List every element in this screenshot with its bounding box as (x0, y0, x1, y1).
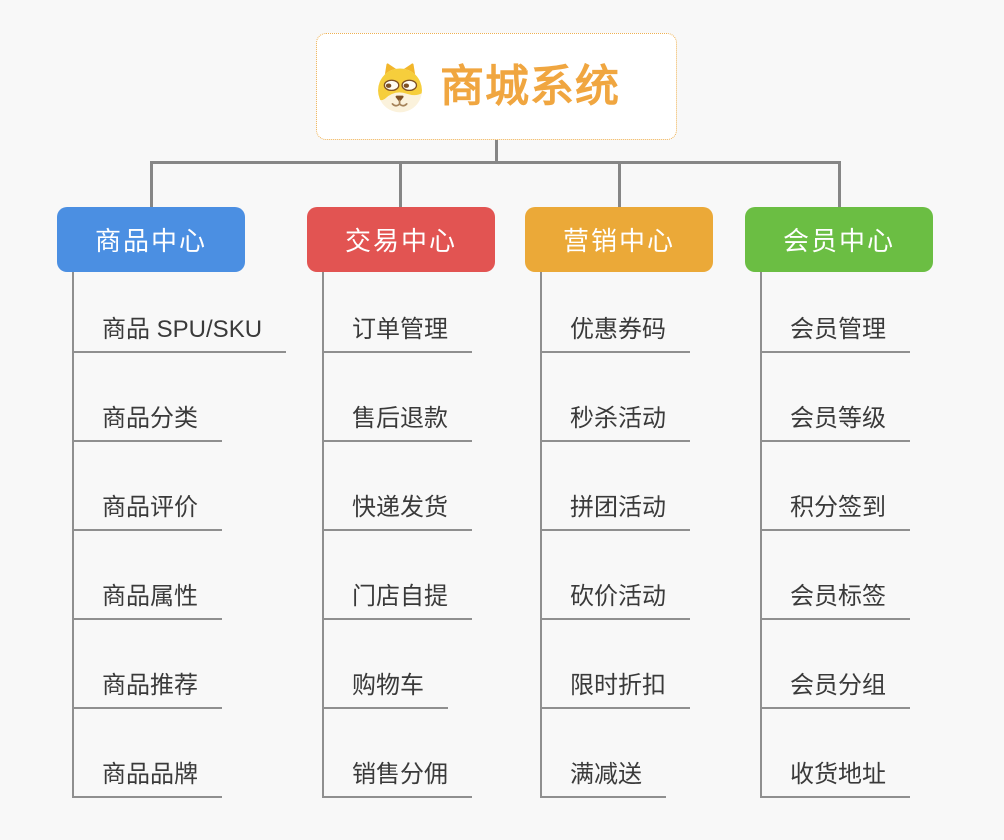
leaf-node[interactable]: 商品推荐 (74, 672, 222, 709)
leaf-row: 优惠券码 (542, 272, 690, 353)
leaf-node[interactable]: 砍价活动 (542, 583, 690, 620)
leaf-node[interactable]: 限时折扣 (542, 672, 690, 709)
leaf-node[interactable]: 会员标签 (762, 583, 910, 620)
leaf-node[interactable]: 销售分佣 (324, 761, 472, 798)
leaf-row: 商品 SPU/SKU (74, 272, 287, 353)
branch-label: 会员中心 (782, 226, 895, 256)
root-node[interactable]: 商城系统 (316, 33, 677, 140)
branch-label: 商品中心 (94, 226, 207, 256)
leaf-node[interactable]: 积分签到 (762, 494, 910, 531)
leaf-row: 会员标签 (762, 531, 910, 620)
leaf-node[interactable]: 购物车 (324, 672, 448, 709)
branch-children-product-center: 商品 SPU/SKU 商品分类 商品评价 商品属性 商品推荐 商品品牌 (72, 272, 287, 798)
leaf-node[interactable]: 收货地址 (762, 761, 910, 798)
branch-children-trade-center: 订单管理 售后退款 快递发货 门店自提 购物车 销售分佣 (322, 272, 472, 798)
leaf-node[interactable]: 商品分类 (74, 405, 222, 442)
leaf-row: 拼团活动 (542, 442, 690, 531)
leaf-row: 快递发货 (324, 442, 472, 531)
leaf-node[interactable]: 优惠券码 (542, 316, 690, 353)
leaf-row: 限时折扣 (542, 620, 690, 709)
leaf-node[interactable]: 订单管理 (324, 316, 472, 353)
leaf-row: 积分签到 (762, 442, 910, 531)
leaf-node[interactable]: 售后退款 (324, 405, 472, 442)
branch-node-product-center[interactable]: 商品中心 (57, 207, 245, 272)
branch-node-trade-center[interactable]: 交易中心 (307, 207, 495, 272)
branch-children-member-center: 会员管理 会员等级 积分签到 会员标签 会员分组 收货地址 (760, 272, 910, 798)
branch-label: 交易中心 (344, 226, 457, 256)
connector-bus (150, 161, 841, 164)
connector-root-stub (495, 140, 498, 164)
leaf-row: 收货地址 (762, 709, 910, 798)
connector-drop-trade (399, 162, 402, 207)
leaf-row: 门店自提 (324, 531, 472, 620)
leaf-node[interactable]: 拼团活动 (542, 494, 690, 531)
leaf-row: 销售分佣 (324, 709, 472, 798)
leaf-node[interactable]: 快递发货 (324, 494, 472, 531)
connector-drop-marketing (618, 162, 621, 207)
leaf-row: 商品分类 (74, 353, 286, 442)
leaf-row: 满减送 (542, 709, 690, 798)
leaf-node[interactable]: 门店自提 (324, 583, 472, 620)
connector-drop-product (150, 162, 153, 207)
leaf-row: 商品属性 (74, 531, 286, 620)
leaf-node[interactable]: 会员管理 (762, 316, 910, 353)
leaf-node[interactable]: 商品 SPU/SKU (74, 316, 287, 353)
branch-label: 营销中心 (562, 226, 675, 256)
branch-node-marketing-center[interactable]: 营销中心 (525, 207, 713, 272)
leaf-node[interactable]: 商品属性 (74, 583, 222, 620)
root-title: 商城系统 (440, 61, 620, 111)
leaf-node[interactable]: 会员等级 (762, 405, 910, 442)
leaf-row: 会员等级 (762, 353, 910, 442)
leaf-row: 会员分组 (762, 620, 910, 709)
leaf-row: 售后退款 (324, 353, 472, 442)
leaf-row: 商品品牌 (74, 709, 286, 798)
leaf-row: 商品推荐 (74, 620, 286, 709)
leaf-node[interactable]: 满减送 (542, 761, 666, 798)
leaf-row: 购物车 (324, 620, 472, 709)
leaf-node[interactable]: 商品评价 (74, 494, 222, 531)
leaf-row: 商品评价 (74, 442, 286, 531)
leaf-node[interactable]: 商品品牌 (74, 761, 222, 798)
dog-face-icon (378, 62, 422, 112)
leaf-node[interactable]: 秒杀活动 (542, 405, 690, 442)
leaf-row: 砍价活动 (542, 531, 690, 620)
leaf-row: 会员管理 (762, 272, 910, 353)
leaf-node[interactable]: 会员分组 (762, 672, 910, 709)
leaf-row: 订单管理 (324, 272, 472, 353)
branch-node-member-center[interactable]: 会员中心 (745, 207, 933, 272)
connector-drop-member (838, 162, 841, 207)
branch-children-marketing-center: 优惠券码 秒杀活动 拼团活动 砍价活动 限时折扣 满减送 (540, 272, 690, 798)
leaf-row: 秒杀活动 (542, 353, 690, 442)
